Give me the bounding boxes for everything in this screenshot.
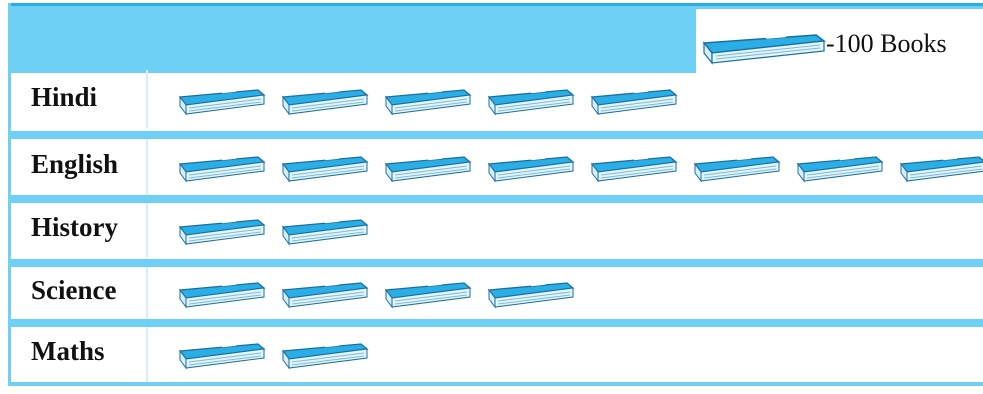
label-divider [146,70,148,128]
row-separator [8,195,983,203]
book-icon [702,34,826,65]
label-divider [146,137,148,195]
bottom-border [8,382,983,386]
legend-key-label: -100 Books [826,29,947,58]
book-icon [487,282,575,309]
book-icon [178,156,266,183]
left-border [8,3,11,386]
label-divider [146,324,148,382]
label-divider [146,201,148,257]
category-label: History [31,212,118,242]
category-row-history: History [11,201,983,257]
book-icon [384,282,472,309]
legend-key: -100 Books [696,9,983,73]
book-icon [281,343,369,370]
book-icon [384,156,472,183]
label-divider [146,265,148,318]
book-icon-row [176,77,691,121]
book-icon [281,282,369,309]
row-separator [8,259,983,267]
book-icon-row [176,331,382,375]
category-label: Maths [31,336,105,366]
book-icon [384,89,472,116]
category-row-maths: Maths [11,324,983,382]
category-label: Science [31,275,117,305]
book-icon [178,282,266,309]
book-icon [178,89,266,116]
book-icon [487,89,575,116]
category-row-hindi: Hindi [11,70,983,128]
category-row-science: Science [11,265,983,318]
category-label: English [31,149,119,179]
row-separator [8,131,983,139]
book-icon [281,156,369,183]
book-icon [281,219,369,246]
book-icon-row [176,270,588,314]
book-icon [590,156,678,183]
book-icon [693,156,781,183]
book-icon [590,89,678,116]
book-icon-row [176,144,983,188]
book-icon [178,219,266,246]
book-icon-row [176,207,382,251]
key-header-band: -100 Books [8,3,983,73]
book-icon [796,156,884,183]
row-separator [8,319,983,327]
book-icon [899,156,983,183]
category-row-english: English [11,137,983,195]
book-icon [281,89,369,116]
book-icon [178,343,266,370]
book-icon [487,156,575,183]
category-label: Hindi [31,82,98,112]
